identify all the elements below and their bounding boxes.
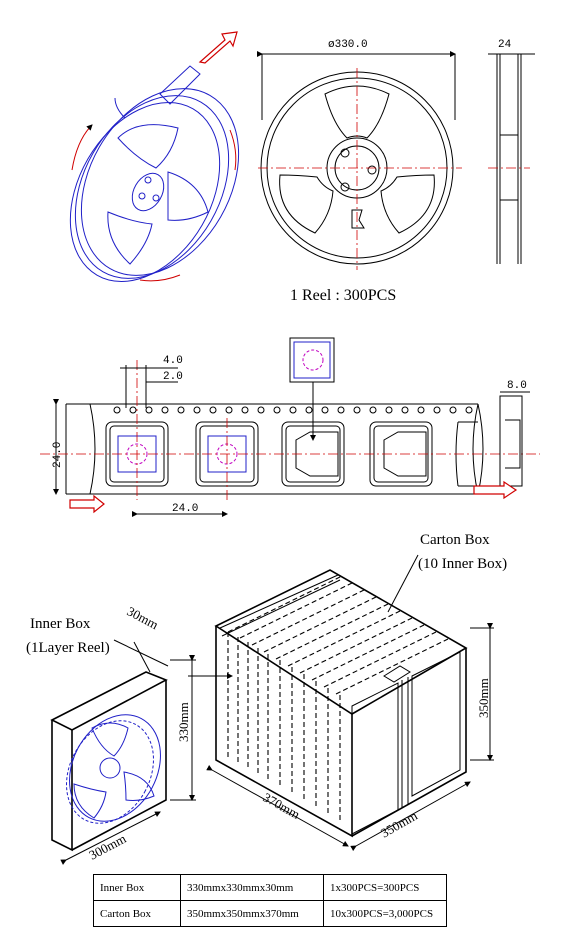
spec-table: Inner Box 330mmx330mmx30mm 1x300PCS=300P… bbox=[93, 874, 447, 927]
tape-width-label: 24.0 bbox=[52, 442, 64, 468]
spec-qty-cell: 1x300PCS=300PCS bbox=[323, 874, 447, 901]
inner-box: Inner Box (1Layer Reel) 30mm 330mm 300mm bbox=[26, 603, 233, 865]
spec-size-cell: 350mmx350mmx370mm bbox=[180, 900, 324, 927]
inner-box-thickness-label: 30mm bbox=[125, 603, 161, 632]
carton-box: Carton Box (10 Inner Box) 350mm 370mm 35… bbox=[206, 532, 507, 852]
spec-size-cell: 330mmx330mmx30mm bbox=[180, 874, 324, 901]
table-row: Carton Box 350mmx350mmx370mm 10x300PCS=3… bbox=[93, 900, 447, 927]
table-row: Inner Box 330mmx330mmx30mm 1x300PCS=300P… bbox=[93, 874, 447, 901]
reel-width-label: 24 bbox=[498, 39, 512, 51]
reel-side-view: 24 bbox=[488, 39, 535, 264]
carton-length-label: 370mm bbox=[261, 790, 303, 822]
spec-qty-cell: 10x300PCS=3,000PCS bbox=[323, 900, 447, 927]
reel-front-view: ø330.0 1 Reel : 300PCS bbox=[257, 39, 462, 304]
spec-name-cell: Inner Box bbox=[93, 874, 181, 901]
tape-pocket-pitch-label: 24.0 bbox=[172, 503, 198, 515]
reel-3d-view bbox=[69, 31, 240, 282]
inner-box-title-line2: (1Layer Reel) bbox=[26, 640, 110, 656]
tape-depth-label: 8.0 bbox=[507, 380, 527, 392]
reel-caption: 1 Reel : 300PCS bbox=[290, 287, 396, 304]
carton-height-label: 350mm bbox=[476, 678, 491, 718]
inner-box-height-label: 330mm bbox=[176, 702, 191, 742]
carton-title-line1: Carton Box bbox=[420, 532, 490, 548]
inner-box-width-label: 300mm bbox=[86, 831, 128, 863]
spec-name-cell: Carton Box bbox=[93, 900, 181, 927]
reel-diameter-label: ø330.0 bbox=[328, 39, 368, 51]
carrier-tape: 4.0 2.0 24.0 24.0 8.0 bbox=[40, 337, 540, 517]
tape-pitch-label: 4.0 bbox=[163, 355, 183, 367]
carton-depth-label: 350mm bbox=[378, 808, 420, 841]
carton-title-line2: (10 Inner Box) bbox=[418, 556, 507, 572]
inner-box-title-line1: Inner Box bbox=[30, 616, 91, 632]
tape-hole-offset-label: 2.0 bbox=[163, 371, 183, 383]
